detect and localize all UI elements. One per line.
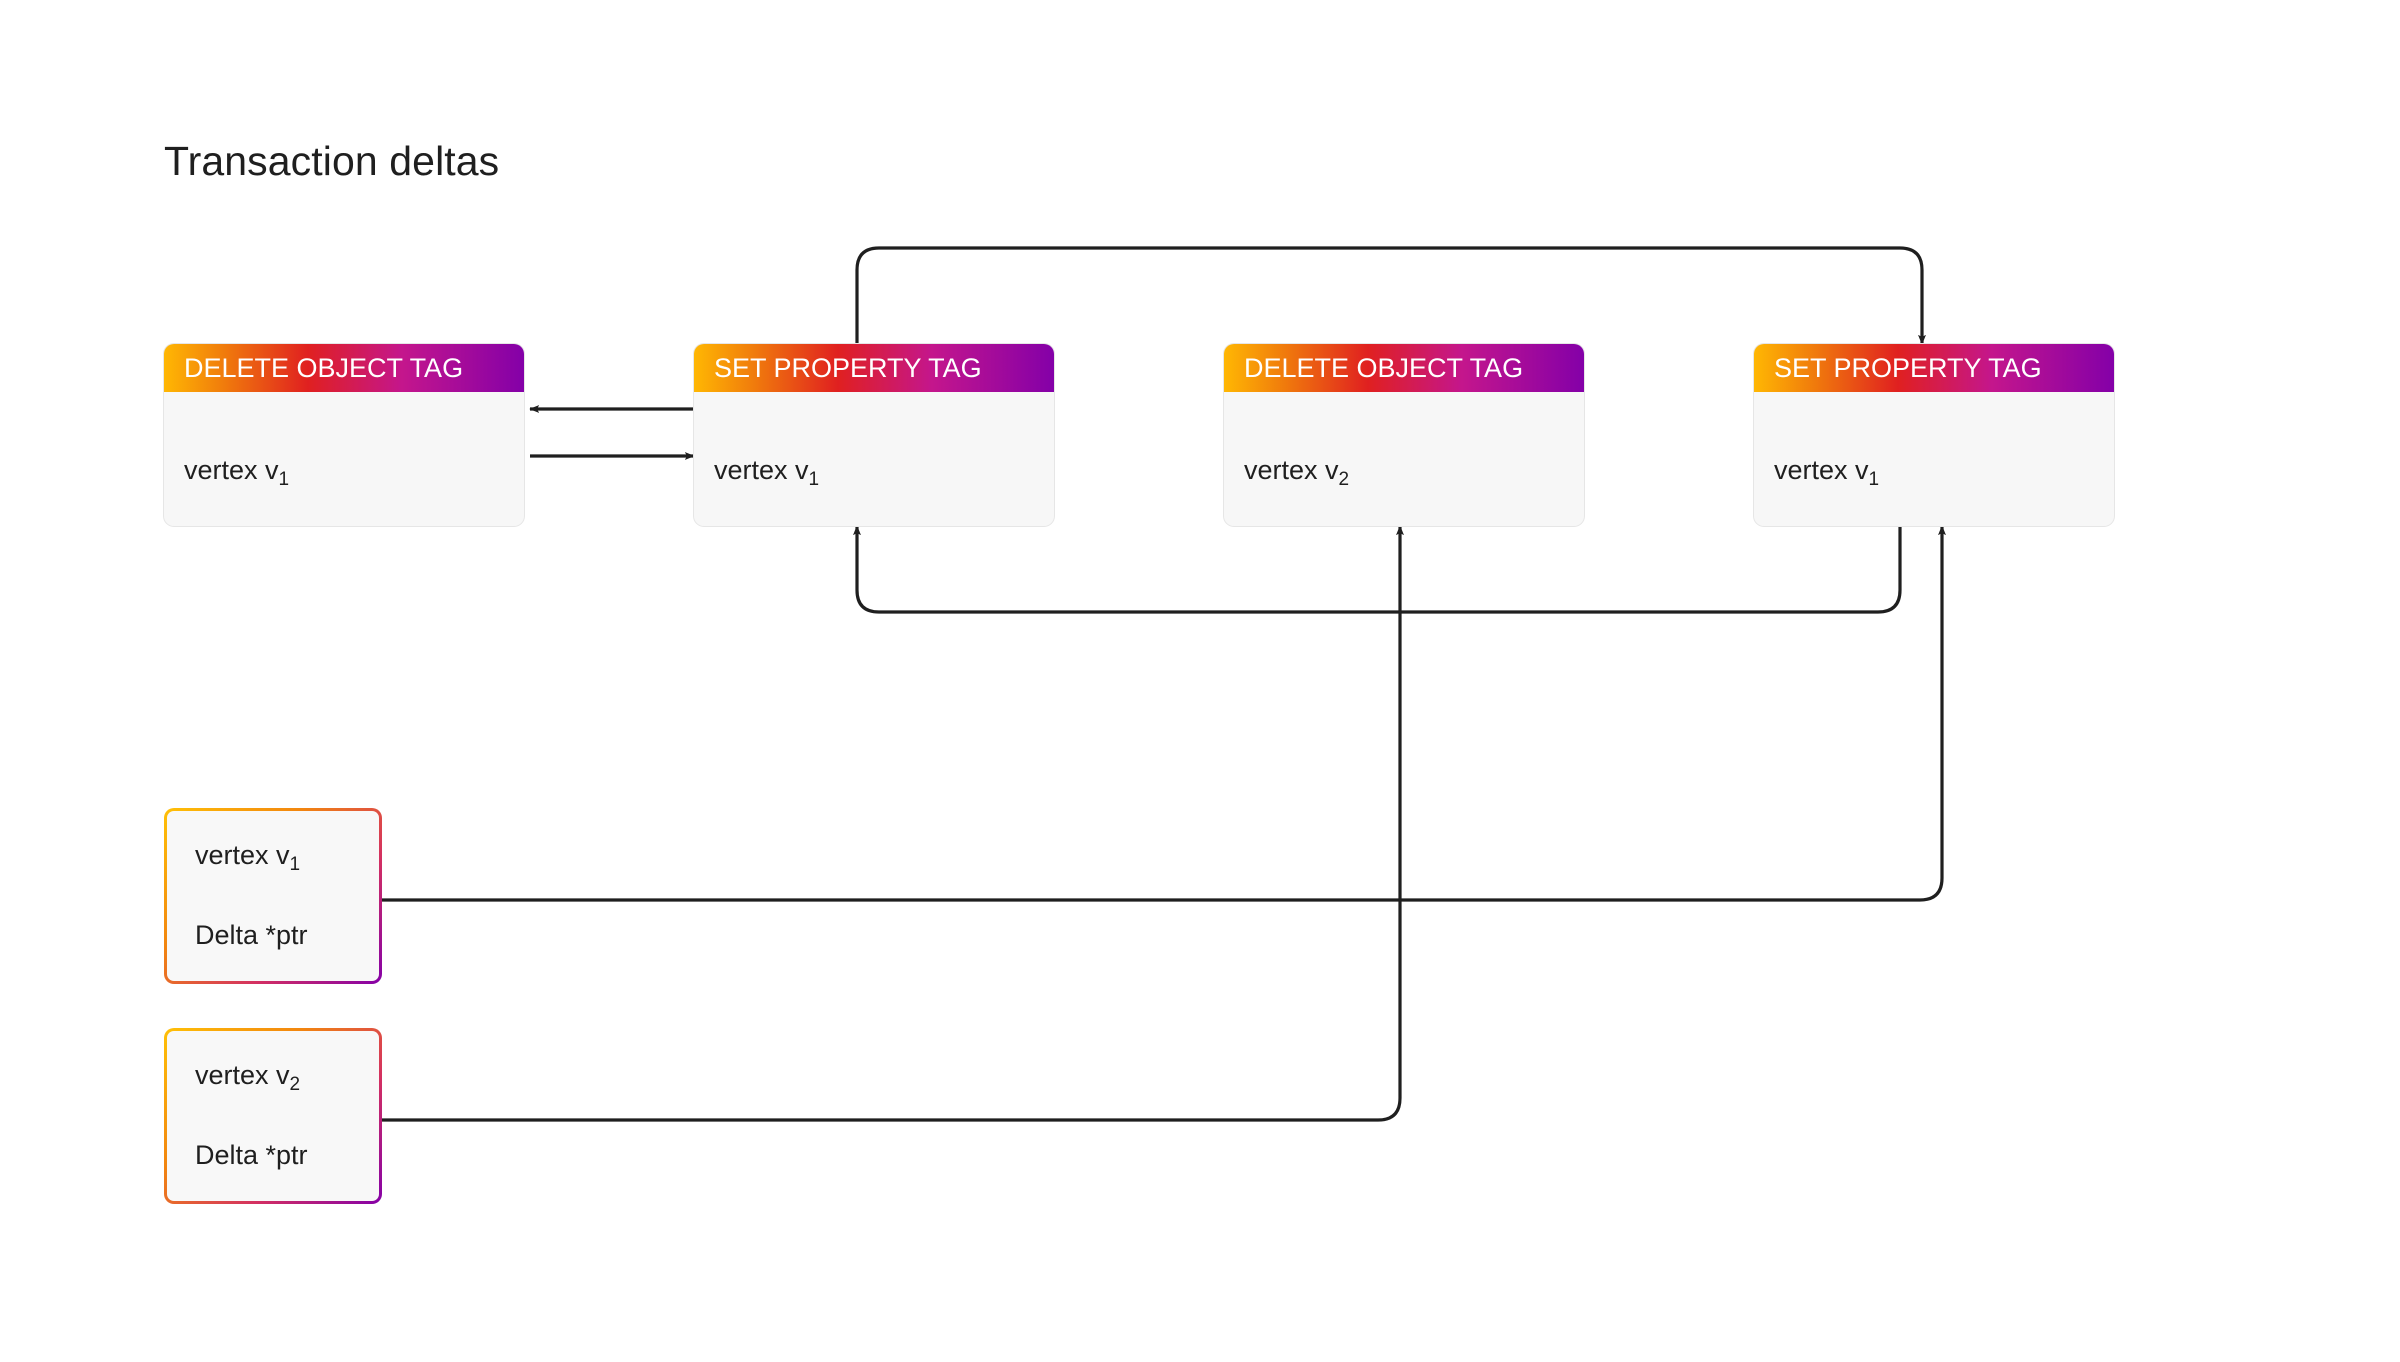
vertex-box-line-vertex: vertex v2	[195, 1059, 300, 1095]
connector-set-v1-a-top-to-set-v1-b-top	[855, 246, 1926, 345]
delta-card-body-subscript: 1	[808, 469, 820, 490]
delta-card-header: SET PROPERTY TAG	[1754, 344, 2114, 392]
delta-card-delete-object-tag-v1[interactable]: DELETE OBJECT TAG vertex v1	[164, 344, 524, 526]
delta-card-set-property-tag-v1-b[interactable]: SET PROPERTY TAG vertex v1	[1754, 344, 2114, 526]
vertex-box-v2[interactable]: vertex v2 Delta *ptr	[164, 1028, 382, 1204]
vertex-box-line-vertex: vertex v1	[195, 839, 300, 875]
connector-vertex-v1-to-set-v1-b	[382, 525, 1946, 902]
delta-card-body-subscript: 1	[278, 469, 290, 490]
delta-card-body-subscript: 1	[1868, 469, 1880, 490]
delta-card-body-label: vertex v	[184, 455, 279, 485]
vertex-box-line-delta-ptr: Delta *ptr	[195, 920, 308, 950]
delta-card-body: vertex v1	[714, 454, 819, 490]
delta-card-header: DELETE OBJECT TAG	[164, 344, 524, 392]
delta-card-body-label: vertex v	[1244, 455, 1339, 485]
page-title: Transaction deltas	[164, 138, 500, 184]
connector-set-v1-b-bottom-to-set-v1-a-bottom	[853, 525, 1902, 614]
delta-card-header: DELETE OBJECT TAG	[1224, 344, 1584, 392]
delta-card-body: vertex v2	[1244, 454, 1349, 490]
delta-card-body: vertex v1	[1774, 454, 1879, 490]
delta-card-body-subscript: 2	[1338, 469, 1350, 490]
vertex-box-v1[interactable]: vertex v1 Delta *ptr	[164, 808, 382, 984]
vertex-box-label: vertex v	[195, 1060, 290, 1090]
connector-vertex-v2-to-delete-v2	[382, 525, 1404, 1122]
delta-card-body-label: vertex v	[714, 455, 809, 485]
delta-card-set-property-tag-v1-a[interactable]: SET PROPERTY TAG vertex v1	[694, 344, 1054, 526]
delta-card-header: SET PROPERTY TAG	[694, 344, 1054, 392]
vertex-box-line-delta-ptr: Delta *ptr	[195, 1140, 308, 1170]
vertex-box-label: vertex v	[195, 840, 290, 870]
delta-card-body-label: vertex v	[1774, 455, 1869, 485]
vertex-box-subscript: 1	[289, 854, 301, 875]
delta-card-body: vertex v1	[184, 454, 289, 490]
vertex-box-subscript: 2	[289, 1074, 301, 1095]
delta-card-delete-object-tag-v2[interactable]: DELETE OBJECT TAG vertex v2	[1224, 344, 1584, 526]
